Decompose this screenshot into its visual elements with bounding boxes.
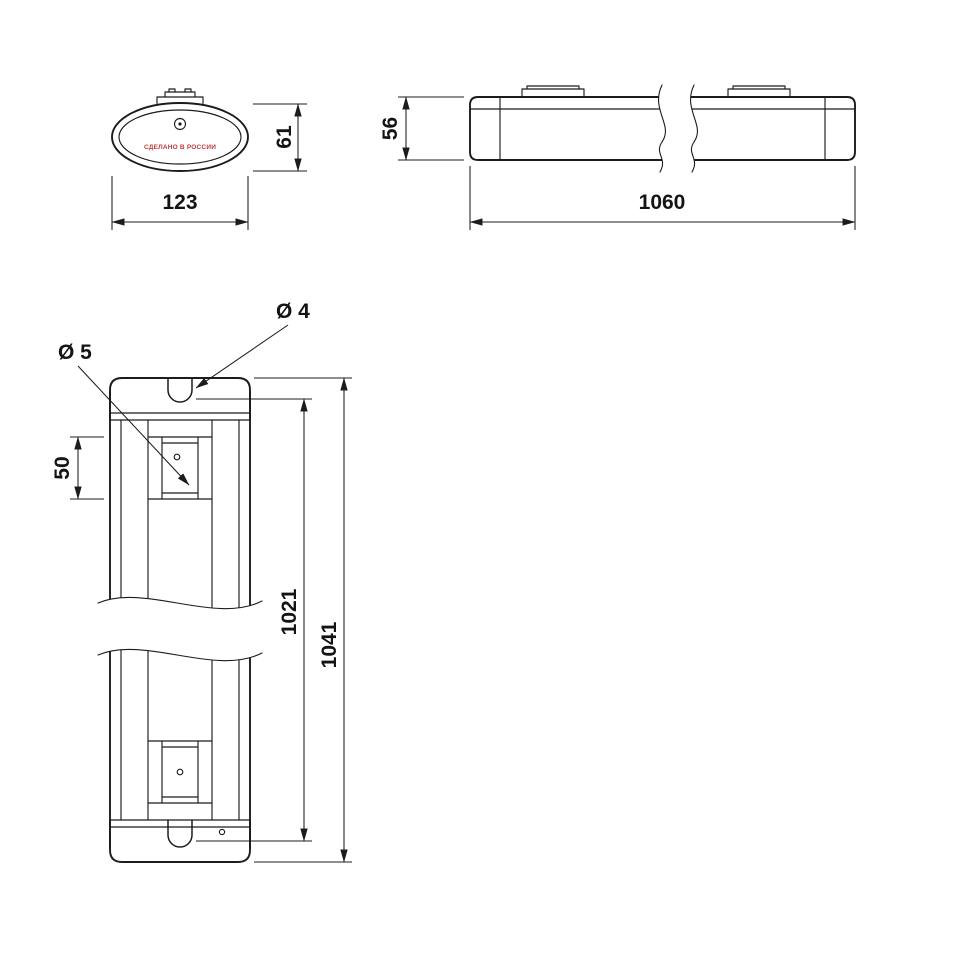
dim-mounting-length: 1021 — [196, 398, 312, 842]
break-line — [97, 648, 263, 662]
callout-bracket-hole: Ø 5 — [58, 341, 190, 486]
top-bracket — [147, 436, 213, 500]
end-view-outline: СДЕЛАНО В РОССИИ — [111, 88, 249, 172]
break-line — [657, 84, 667, 173]
dim-side-height: 56 — [379, 96, 464, 161]
mount-clip-left — [521, 88, 585, 98]
dim-overall-length-text: 1041 — [318, 621, 341, 668]
break-mask — [98, 597, 262, 661]
bracket-hole — [173, 453, 181, 461]
bottom-cap-hole — [218, 828, 226, 836]
dim-end-height: 61 — [253, 103, 307, 172]
break-mask — [658, 85, 698, 172]
dim-end-width: 123 — [111, 176, 249, 230]
end-view: СДЕЛАНО В РОССИИ 61 123 — [111, 88, 307, 230]
mount-bracket — [156, 96, 204, 105]
bottom-endcap — [109, 819, 251, 863]
top-endcap — [109, 377, 251, 421]
dim-end-width-text: 123 — [162, 191, 197, 214]
mount-clip-right — [727, 88, 791, 98]
dim-end-height-text: 61 — [273, 125, 296, 149]
dim-overall-length: 1041 — [254, 377, 352, 863]
dim-bracket-slot-text: 50 — [51, 456, 74, 479]
callout-top-hole-diameter: Ø 4 — [276, 300, 310, 323]
dim-bracket-slot: 50 — [51, 436, 104, 500]
plan-view-outline — [97, 377, 263, 863]
side-view-outline — [469, 84, 856, 173]
gland-circle — [173, 117, 187, 131]
break-line — [97, 596, 263, 610]
bottom-mount-slot — [167, 819, 193, 848]
dim-side-height-text: 56 — [379, 117, 402, 140]
bracket-hole — [176, 768, 184, 776]
side-view: 56 1060 — [379, 84, 856, 230]
callout-top-hole: Ø 4 — [195, 300, 310, 389]
bottom-bracket — [147, 740, 213, 804]
gland-dot — [178, 122, 182, 126]
dim-mounting-length-text: 1021 — [278, 588, 301, 635]
dim-side-length-text: 1060 — [639, 191, 686, 214]
dim-side-length: 1060 — [469, 166, 856, 230]
break-line — [689, 84, 699, 173]
marking-text: СДЕЛАНО В РОССИИ — [144, 144, 216, 151]
plan-view: Ø 4 Ø 5 50 1021 1041 — [51, 300, 352, 863]
top-mount-slot — [167, 377, 193, 403]
callout-bracket-hole-diameter: Ø 5 — [58, 341, 92, 364]
